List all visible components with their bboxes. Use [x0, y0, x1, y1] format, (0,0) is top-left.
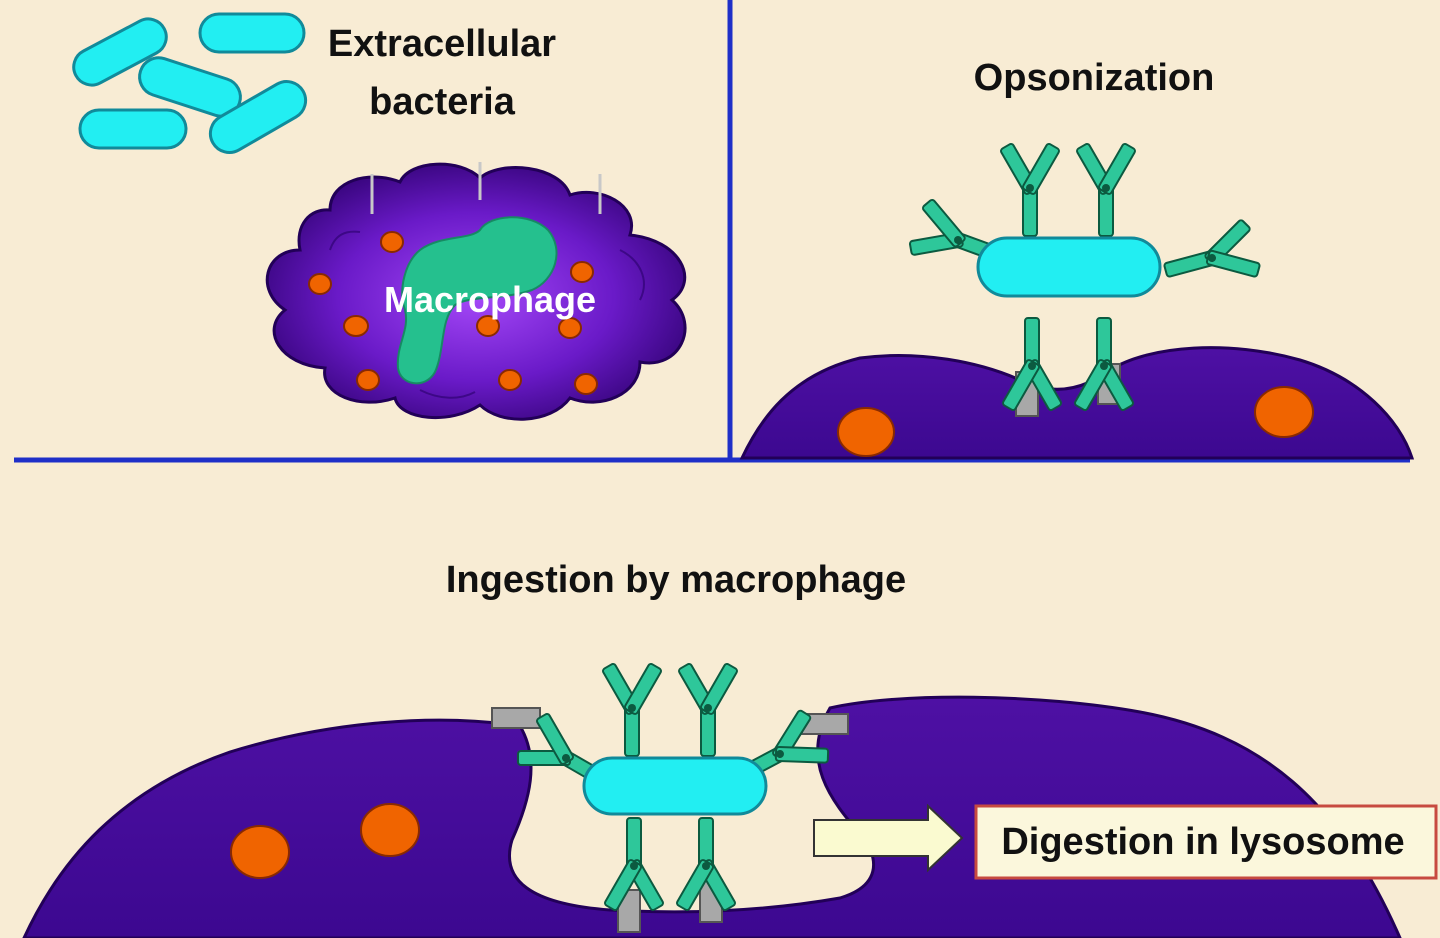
ingested-bacterium	[582, 756, 768, 816]
macrophage-label: Macrophage	[384, 279, 596, 320]
digestion-label-box: Digestion in lysosome	[974, 804, 1438, 880]
opsonized-bacterium	[976, 236, 1162, 298]
right-arrow-icon	[813, 803, 964, 873]
opsonization-label: Opsonization	[974, 57, 1215, 99]
digestion-label: Digestion in lysosome	[1001, 821, 1404, 863]
panel-opsonization: Opsonization	[739, 57, 1415, 460]
panel-extracellular: Extracellular bacteria	[72, 12, 687, 421]
macrophage-nucleus	[396, 216, 558, 385]
fc-receptors	[491, 707, 849, 933]
bacterium	[78, 108, 188, 150]
granules	[308, 231, 598, 395]
bacterium	[138, 56, 242, 118]
granules	[837, 386, 1314, 457]
granules	[230, 803, 420, 879]
extracellular-label-line2: bacteria	[369, 81, 516, 123]
bacteria-group	[72, 12, 308, 154]
surface-receptors	[370, 162, 602, 214]
ingestion-label: Ingestion by macrophage	[446, 559, 906, 601]
panel-dividers	[14, 0, 1410, 463]
macrophage-cell: Macrophage	[265, 162, 687, 421]
panel-ingestion: Ingestion by macrophage	[22, 559, 1438, 938]
extracellular-label-line1: Extracellular	[328, 23, 556, 65]
bacterium	[72, 17, 168, 87]
bacterium	[208, 80, 308, 154]
bacterium	[198, 12, 306, 54]
